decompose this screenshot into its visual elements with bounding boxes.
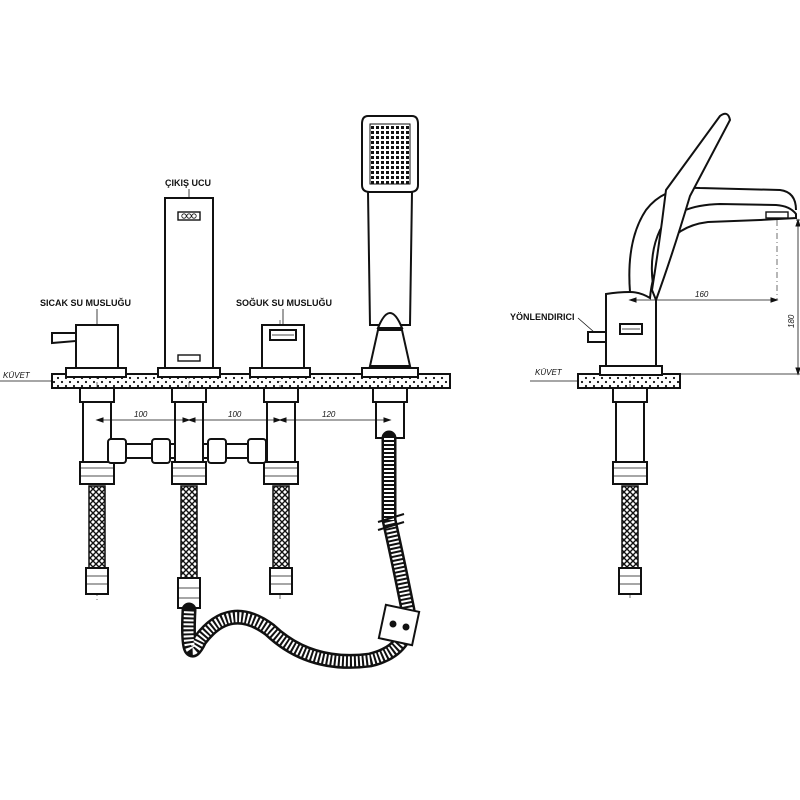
dimension-reach: 160 [628,290,779,303]
hand-shower [361,115,419,439]
kuvet-label-side: KÜVET [535,368,563,377]
side-spout-body [605,202,797,367]
dim-spacing-2: 100 [228,410,242,419]
dimension-spacing: 100 100 120 [95,410,392,423]
label-yonlendirici: YÖNLENDIRICI [510,312,575,322]
cold-water-valve [249,324,311,595]
spout-hose [180,485,198,579]
front-view: KÜVET [0,115,451,669]
side-view: KÜVET YÖNLENDIRICI 160 [510,112,800,600]
kuvet-label-front: KÜVET [3,371,31,380]
label-cikis-ucu: ÇIKIŞ UCU [165,178,211,188]
label-sicak-su: SICAK SU MUSLUĞU [40,297,131,308]
dim-spacing-1: 100 [134,410,148,419]
dim-spout-height: 180 [787,314,796,328]
shower-hose-braid [183,438,414,667]
hot-hose [88,485,106,569]
side-lever [650,112,732,303]
connecting-pipes [107,438,268,464]
dim-spacing-3: 120 [322,410,336,419]
label-soguk-su: SOĞUK SU MUSLUĞU [236,297,332,308]
shower-head-nozzles [369,123,411,185]
bath-spout [157,197,221,609]
hose-connector [377,603,421,647]
deck-plate-side [577,373,681,389]
dimension-height: 180 [680,218,800,376]
cold-hose [272,485,290,569]
dim-spout-reach: 160 [695,290,709,299]
side-hose [621,485,639,569]
